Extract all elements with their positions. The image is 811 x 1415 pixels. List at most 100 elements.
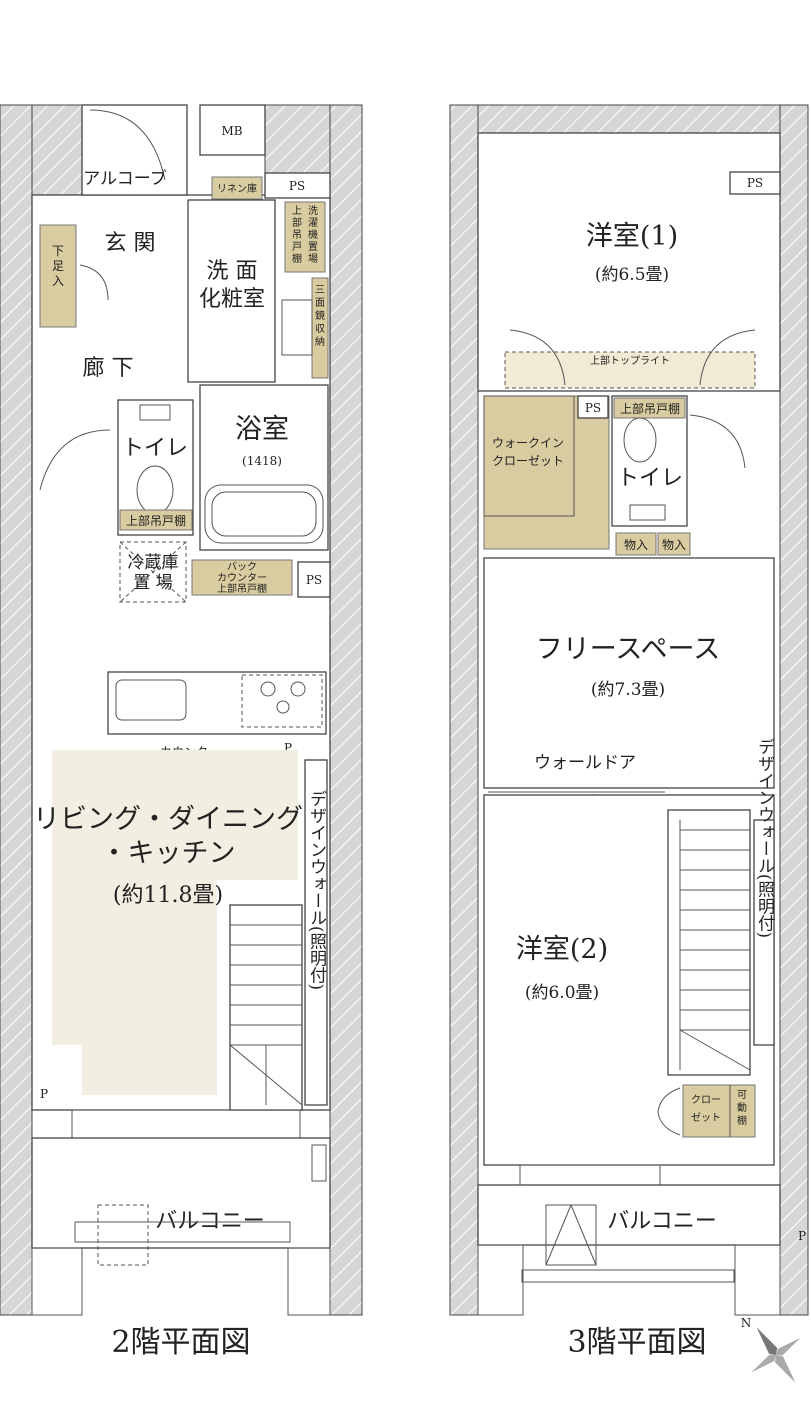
floor2-design-wall-label: デザインウォール(照明付) (306, 790, 327, 990)
floor2-left-wall (0, 104, 33, 1316)
floor3-free-space (483, 557, 775, 789)
floor3-movable-shelf-label: 可動棚 (737, 1090, 747, 1127)
floor2-ldk-area-left (52, 880, 82, 1045)
floor3-toilet-bowl (623, 417, 657, 463)
floor2-back-counter (191, 559, 293, 596)
floor3-walkin-closet (483, 395, 610, 550)
floor3-walkin-label: ウォークインクローゼット (492, 436, 564, 468)
floor2-shoe-box-label: 下足入 (52, 244, 64, 288)
floor2-back-counter-label: バックカウンター上部吊戸棚 (217, 561, 267, 595)
floor3-upper-shelf-label: 上部吊戸棚 (620, 401, 680, 416)
floor3-closet-door-a (657, 1087, 681, 1113)
floor3-toilet-label: トイレ (617, 466, 683, 491)
floor3-toilet-door (689, 414, 746, 469)
floor3-toplight-outline (504, 351, 756, 389)
floor2-linen-label: リネン庫 (217, 182, 257, 195)
floor2-balcony-wall-left (31, 1247, 83, 1316)
floor2-entrance-label: 玄 関 (105, 231, 156, 256)
floor3-balcony-wall-right (734, 1244, 781, 1316)
floor2-bath-size: (1418) (242, 454, 282, 468)
compass-n-label: N (741, 1316, 752, 1330)
floor2-bath-label: 浴室 (235, 414, 289, 445)
floor3-storage2-label: 物入 (662, 538, 686, 552)
floor3-storage2 (657, 532, 691, 556)
floor3-free-space-label: フリースペース (536, 634, 720, 665)
floor2-bath (199, 384, 329, 551)
compass-needle-e (776, 1337, 801, 1356)
floor2-title: 2階平面図 (111, 1325, 250, 1360)
floor3-design-wall (753, 819, 775, 1046)
floor2-toilet-shelf (119, 509, 193, 531)
floor2-mb (199, 104, 266, 156)
floor3-toplight (505, 352, 755, 388)
floor2-outdoor-unit (311, 1144, 327, 1182)
floor2-washroom (187, 199, 276, 383)
floor2-laundry (284, 201, 326, 273)
floor2-p-mark-left: P (40, 1087, 48, 1101)
floor2-kitchen-sink (115, 679, 187, 721)
floor2-top-wall-right (264, 104, 331, 174)
floor3-balcony (477, 1184, 781, 1246)
floor3-ps-top (729, 171, 781, 195)
floor2-ldk-label-2: ・キッチン (101, 838, 236, 869)
floor2-right-wall (329, 104, 363, 1316)
floor2-balcony-railing (74, 1221, 291, 1243)
floor2-washroom-label: 洗 面化粧室 (199, 259, 265, 312)
floor2-balcony (31, 1137, 331, 1249)
floor2-balcony-hatch (97, 1204, 149, 1266)
floor2-design-wall (304, 759, 328, 1106)
compass-needle-s (774, 1355, 796, 1383)
floor3-hatch-diag-b (570, 1204, 597, 1266)
floor3-western1-door-a (509, 329, 566, 386)
floor3-plan: PS 洋室(1) (約6.5畳) 上部トップライト ウォークインクローゼット P… (449, 104, 809, 1360)
floor3-ps-mid (577, 395, 609, 419)
floor2-ps-mid-label: PS (306, 573, 322, 587)
floor3-right-wall (779, 104, 809, 1316)
floor3-balcony-railing (521, 1269, 735, 1283)
floor2-ldk-size: (約11.8畳) (113, 883, 223, 908)
floor3-balcony-sash (519, 1164, 661, 1186)
floor2-top-wall-left (31, 104, 83, 196)
floor3-western2-label: 洋室(2) (516, 934, 608, 965)
floor3-closet-door-b (657, 1111, 681, 1136)
floor2-ps-top-label: PS (289, 179, 305, 193)
floor3-storage1-label: 物入 (624, 538, 648, 552)
floor2-alcove (81, 104, 188, 196)
floor2-burner-1 (260, 681, 276, 697)
floor3-balcony-label: バルコニー (607, 1209, 717, 1234)
floor3-free-space-size: (約7.3畳) (591, 680, 665, 700)
floor2-mirror-storage-label: 三面鏡収納 (315, 285, 325, 348)
floor2-ldk-label-1: リビング・ダイニング (33, 804, 303, 835)
floor3-stair-treads (679, 820, 751, 1071)
floor3-upper-shelf (613, 397, 686, 419)
floor2-balcony-sash (71, 1109, 301, 1139)
floor2-mb-label: MB (221, 124, 242, 138)
floor3-western1-label: 洋室(1) (586, 221, 678, 252)
floor2-ps-top (264, 172, 331, 199)
floor3-p-mark: P (798, 1229, 806, 1243)
compass-needle-n (756, 1327, 778, 1355)
floor3-walkin-shelf (483, 395, 575, 517)
floor2-alcove-label: アルコーブ (83, 168, 166, 189)
floor2-ldk-area-bottom (82, 880, 217, 1095)
floor2-plan: MB アルコーブ PS リネン庫 玄 関 下足入 洗 面化粧室 上部吊戸棚 洗濯… (0, 104, 363, 1360)
floor2-corridor-label: 廊 下 (83, 356, 134, 381)
floor2-burner-3 (276, 700, 290, 714)
floor3-western2-size: (約6.0畳) (525, 983, 599, 1003)
floor2-toilet-tank (139, 404, 171, 421)
floor3-hatch-diag-a (545, 1204, 572, 1266)
floor2-balcony-wall-right (287, 1247, 331, 1316)
floor2-bathtub (204, 484, 324, 544)
floor2-shoe-box-door (79, 264, 109, 301)
floor3-ps-top-label: PS (747, 176, 763, 190)
floor3-top-wall (477, 104, 781, 134)
floor3-storage1 (615, 532, 657, 556)
floor2-burner-2 (290, 681, 306, 697)
floor2-stair-treads (229, 924, 303, 1106)
compass: N (741, 1316, 801, 1383)
floor3-wall-door-label: ウォールドア (534, 753, 636, 773)
floor3-western1-door-b (699, 329, 756, 386)
floor2-kitchen-counter (107, 671, 327, 735)
floor2-cooktop (241, 674, 323, 728)
